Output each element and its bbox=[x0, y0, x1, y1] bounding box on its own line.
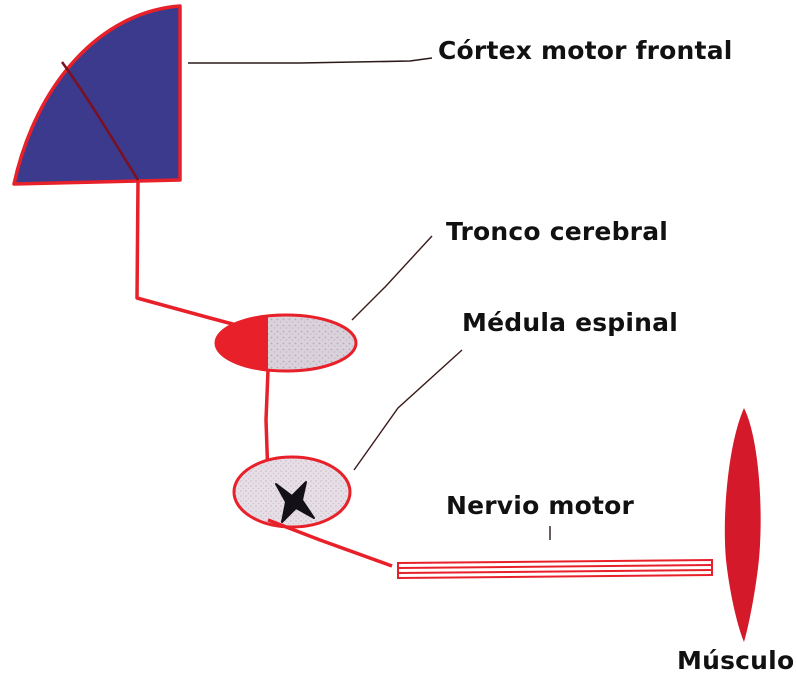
frontal-motor-cortex bbox=[14, 6, 180, 184]
tronco-leader-line bbox=[352, 236, 432, 320]
cortex-label: Córtex motor frontal bbox=[438, 38, 733, 63]
brainstem-red-nucleus bbox=[216, 316, 268, 370]
spinal-cord-outline bbox=[234, 457, 350, 527]
nervio-motor-label: Nervio motor bbox=[446, 493, 634, 518]
cortex-leader-line bbox=[188, 58, 432, 63]
brainstem bbox=[216, 315, 356, 371]
upper-motor-axon bbox=[137, 182, 240, 326]
motor-nerve-fiber bbox=[398, 565, 712, 568]
medula-leader-line bbox=[354, 350, 462, 470]
motor-nerve-bundle bbox=[398, 559, 712, 579]
motor-nerve-fiber bbox=[398, 570, 712, 573]
cortex-wedge bbox=[14, 6, 180, 184]
tronco-cerebral-label: Tronco cerebral bbox=[446, 219, 668, 244]
medula-espinal-label: Médula espinal bbox=[462, 310, 678, 335]
motor-nerve-fiber bbox=[398, 560, 712, 563]
motor-nerve-root bbox=[268, 520, 392, 566]
muscle bbox=[725, 408, 761, 642]
musculo-label: Músculo bbox=[677, 648, 794, 673]
motor-nerve-fiber bbox=[398, 575, 712, 578]
spinal-cord bbox=[234, 457, 350, 527]
